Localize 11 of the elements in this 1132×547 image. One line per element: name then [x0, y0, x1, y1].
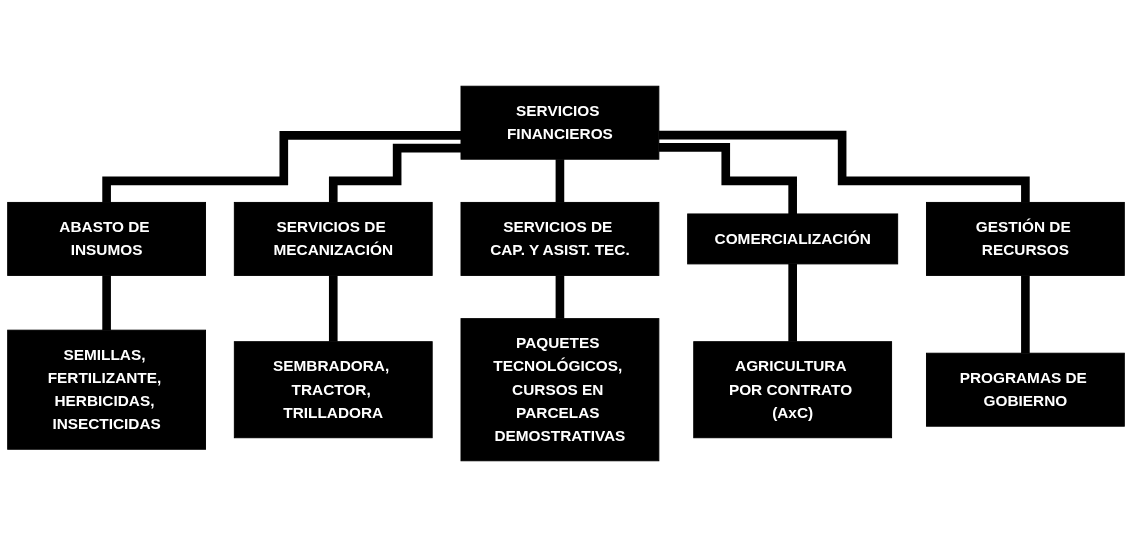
node-box: SERVICIOS FINANCIEROS — [460, 85, 660, 160]
node-box: GESTIÓN DE RECURSOS — [926, 201, 1125, 276]
node-box: PROGRAMAS DE GOBIERNO — [926, 352, 1125, 427]
node-box: SEMBRADORA, TRACTOR, TRILLADORA — [233, 341, 433, 439]
node-box: SERVICIOS DE CAP. Y ASIST. TEC. — [460, 201, 660, 276]
node-box: ABASTO DE INSUMOS — [7, 201, 206, 276]
node-box: SEMILLAS, FERTILIZANTE, HERBICIDAS, INSECTICIDAS — [7, 329, 206, 450]
node-box: AGRICULTURA POR CONTRATO (AxC) — [693, 341, 893, 439]
node-box: SERVICIOS DE MECANIZACIÓN — [233, 201, 433, 276]
node-box: PAQUETES TECNOLÓGICOS, CURSOS EN PARCELAS DEMOSTRATIVAS — [460, 318, 660, 462]
node-box: COMERCIALIZACIÓN — [687, 213, 899, 265]
